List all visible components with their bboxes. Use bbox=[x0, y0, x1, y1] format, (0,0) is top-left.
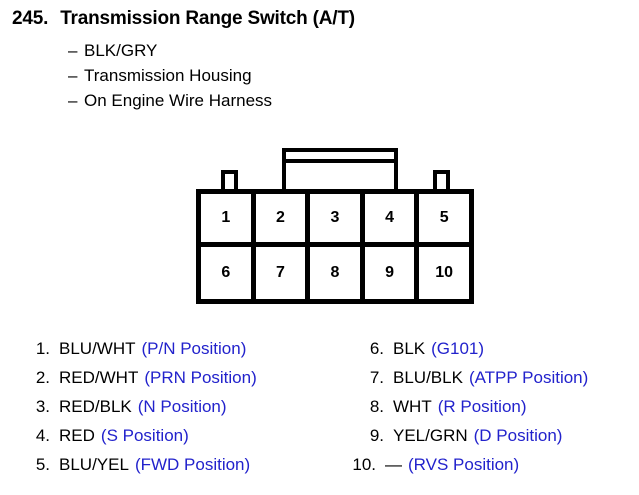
connector-pin: 7 bbox=[255, 246, 311, 299]
pin-number: 1. bbox=[35, 339, 50, 358]
connector-pin: 4 bbox=[364, 194, 420, 242]
title-number: 245. bbox=[12, 8, 49, 29]
header-detail-item: – BLK/GRY bbox=[68, 38, 272, 63]
pin-number: 9. bbox=[369, 426, 384, 445]
dash-bullet-icon: – bbox=[68, 66, 78, 85]
pin-number: 8. bbox=[369, 397, 384, 416]
pin-wire-color: — bbox=[385, 455, 402, 474]
pin-position: (PRN Position) bbox=[144, 368, 257, 387]
header-detail-label: Transmission Housing bbox=[84, 66, 252, 85]
connector-latch-bar-icon bbox=[282, 159, 398, 163]
pin-wire-color: RED bbox=[59, 426, 95, 445]
connector-pin: 2 bbox=[255, 194, 311, 242]
pin-number: 2. bbox=[35, 368, 50, 387]
pin-wire-color: BLK bbox=[393, 339, 426, 358]
pin-position: (RVS Position) bbox=[408, 455, 520, 474]
pin-list-item: 2. RED/WHT (PRN Position) bbox=[18, 363, 257, 392]
connector-pin: 1 bbox=[201, 194, 256, 242]
connector-pin: 3 bbox=[310, 194, 365, 242]
pin-wire-color: BLU/BLK bbox=[393, 368, 463, 387]
pin-list-item: 8. WHT (R Position) bbox=[352, 392, 588, 421]
header-detail-item: – Transmission Housing bbox=[68, 63, 272, 88]
pin-number: 10. bbox=[352, 455, 376, 474]
pin-wire-color: WHT bbox=[393, 397, 432, 416]
pin-list-item: 6. BLK (G101) bbox=[352, 334, 588, 363]
connector-pin: 10 bbox=[419, 246, 469, 299]
connector-pin: 9 bbox=[364, 246, 420, 299]
pin-list-item: 1. BLU/WHT (P/N Position) bbox=[18, 334, 257, 363]
pin-position: (D Position) bbox=[473, 426, 563, 445]
pin-wire-color: BLU/YEL bbox=[59, 455, 129, 474]
pin-position: (S Position) bbox=[100, 426, 189, 445]
pin-position: (P/N Position) bbox=[141, 339, 247, 358]
pin-position: (ATPP Position) bbox=[468, 368, 589, 387]
pin-position: (R Position) bbox=[437, 397, 527, 416]
header-detail-list: – BLK/GRY – Transmission Housing – On En… bbox=[68, 38, 272, 113]
connector-latch-icon bbox=[282, 148, 398, 190]
pin-list-item: 5. BLU/YEL (FWD Position) bbox=[18, 450, 257, 479]
pin-position: (G101) bbox=[431, 339, 485, 358]
dash-bullet-icon: – bbox=[68, 41, 78, 60]
pin-list-item: 4. RED (S Position) bbox=[18, 421, 257, 450]
connector-pin: 8 bbox=[310, 246, 365, 299]
header-detail-label: BLK/GRY bbox=[84, 41, 158, 60]
connector-body: 1 2 3 4 5 6 7 8 9 10 bbox=[196, 189, 474, 304]
pin-wire-color: RED/WHT bbox=[59, 368, 139, 387]
connector-pin: 5 bbox=[419, 194, 469, 242]
pin-list-item: 10. — (RVS Position) bbox=[352, 450, 588, 479]
connector-pin-row-bottom: 6 7 8 9 10 bbox=[201, 246, 469, 299]
header-detail-label: On Engine Wire Harness bbox=[84, 91, 273, 110]
pin-wire-color: BLU/WHT bbox=[59, 339, 136, 358]
pin-wire-color: YEL/GRN bbox=[393, 426, 468, 445]
title-text: Transmission Range Switch (A/T) bbox=[60, 8, 355, 29]
connector-pin-row-top: 1 2 3 4 5 bbox=[201, 194, 469, 247]
pin-number: 6. bbox=[369, 339, 384, 358]
connector-pin: 6 bbox=[201, 246, 256, 299]
pin-position: (N Position) bbox=[137, 397, 227, 416]
header-detail-item: – On Engine Wire Harness bbox=[68, 88, 272, 113]
page-title: 245. Transmission Range Switch (A/T) bbox=[12, 8, 355, 30]
pin-number: 3. bbox=[35, 397, 50, 416]
dash-bullet-icon: – bbox=[68, 91, 78, 110]
pin-number: 7. bbox=[369, 368, 384, 387]
pin-number: 5. bbox=[35, 455, 50, 474]
pin-wire-color: RED/BLK bbox=[59, 397, 132, 416]
pin-list-item: 7. BLU/BLK (ATPP Position) bbox=[352, 363, 588, 392]
pin-number: 4. bbox=[35, 426, 50, 445]
pin-list-item: 9. YEL/GRN (D Position) bbox=[352, 421, 588, 450]
connector-notch-right-icon bbox=[433, 170, 450, 192]
pin-list-left: 1. BLU/WHT (P/N Position) 2. RED/WHT (PR… bbox=[18, 334, 257, 479]
connector-diagram: 1 2 3 4 5 6 7 8 9 10 bbox=[196, 148, 474, 308]
connector-notch-left-icon bbox=[221, 170, 238, 192]
pin-position: (FWD Position) bbox=[134, 455, 251, 474]
pin-list-right: 6. BLK (G101) 7. BLU/BLK (ATPP Position)… bbox=[352, 334, 588, 479]
pin-list-item: 3. RED/BLK (N Position) bbox=[18, 392, 257, 421]
